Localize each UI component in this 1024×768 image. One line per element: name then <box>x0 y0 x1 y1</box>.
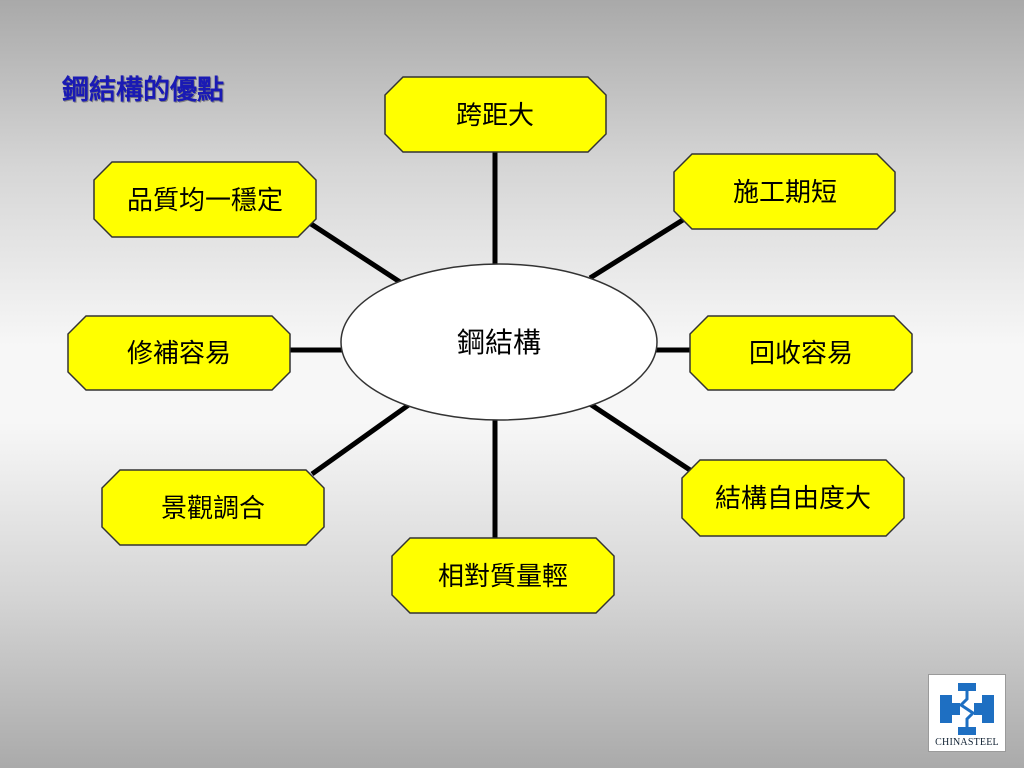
node-light-weight: 相對質量輕 <box>391 537 615 614</box>
connectors <box>290 152 692 540</box>
node-structural-freedom: 結構自由度大 <box>681 459 905 537</box>
connector-2 <box>588 215 688 281</box>
node-recycling-box <box>689 315 913 391</box>
center-node: 鋼結構 <box>340 263 658 421</box>
connector-4 <box>588 401 692 473</box>
chinasteel-logo-icon <box>940 683 994 735</box>
node-repair-box <box>67 315 291 391</box>
node-quality-box <box>93 161 317 238</box>
node-recycling: 回收容易 <box>689 315 913 391</box>
logo-text: CHINASTEEL <box>935 737 999 748</box>
node-construction-time: 施工期短 <box>673 153 896 230</box>
node-recycling-label: 回收容易 <box>749 339 853 369</box>
node-landscape-box <box>101 469 325 546</box>
node-span-box <box>384 76 607 153</box>
node-repair-label: 修補容易 <box>127 339 231 369</box>
node-landscape-label: 景觀調合 <box>161 494 265 524</box>
node-construction-time-label: 施工期短 <box>733 178 837 208</box>
node-repair: 修補容易 <box>67 315 291 391</box>
chinasteel-logo: CHINASTEEL <box>928 674 1006 752</box>
node-light-weight-label: 相對質量輕 <box>438 562 568 592</box>
node-light-weight-box <box>391 537 615 614</box>
connector-6 <box>310 401 412 477</box>
node-quality: 品質均一穩定 <box>93 161 317 238</box>
node-structural-freedom-label: 結構自由度大 <box>715 484 871 514</box>
node-span-label: 跨距大 <box>456 101 534 131</box>
center-ellipse <box>340 263 658 421</box>
connector-8 <box>306 219 402 285</box>
node-span: 跨距大 <box>384 76 607 153</box>
center-label: 鋼結構 <box>457 326 541 359</box>
slide-title: 鋼結構的優點 <box>62 75 224 106</box>
node-construction-time-box <box>673 153 896 230</box>
node-landscape: 景觀調合 <box>101 469 325 546</box>
node-quality-label: 品質均一穩定 <box>127 186 283 216</box>
node-structural-freedom-box <box>681 459 905 537</box>
